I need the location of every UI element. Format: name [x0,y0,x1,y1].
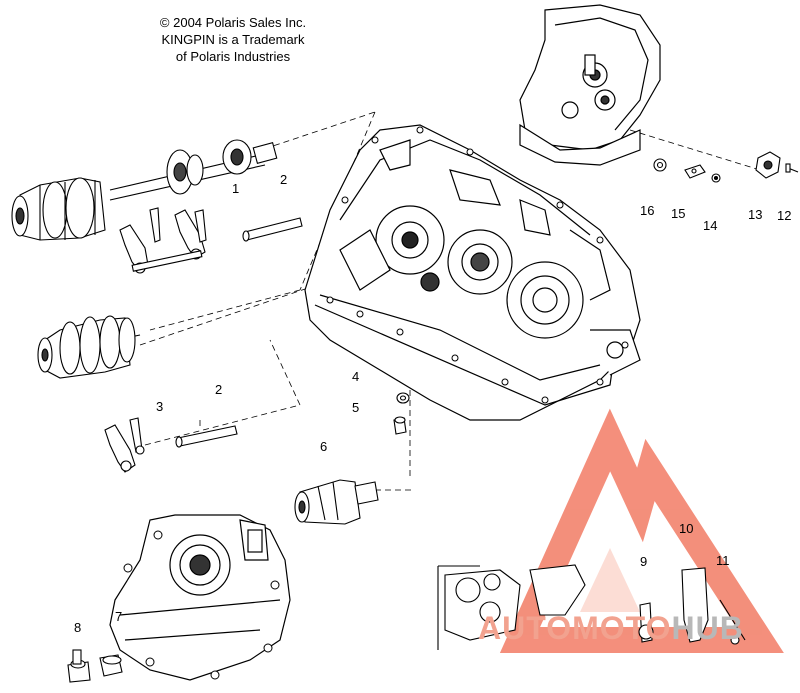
callout-10: 10 [679,521,694,536]
copyright-line-2: KINGPIN is a Trademark [161,32,305,47]
callout-6: 6 [320,439,328,454]
copyright-notice: © 2004 Polaris Sales Inc. KINGPIN is a T… [128,14,338,65]
copyright-line-1: © 2004 Polaris Sales Inc. [159,15,307,30]
callout-8: 8 [74,620,82,635]
callout-9: 9 [640,554,648,569]
watermark-text-part1: AUTOMOTO [478,610,672,646]
callout-3: 3 [156,399,164,414]
callout-14: 14 [703,218,718,233]
callout-1: 1 [232,181,240,196]
inset-detail [437,564,746,650]
callout-5: 5 [352,400,360,415]
watermark-text: AUTOMOTOHUB [478,610,744,647]
callout-2-upper: 2 [280,172,288,187]
transmission-lower-shaft [37,315,141,379]
callout-16: 16 [640,203,655,218]
watermark-logo [499,408,784,653]
lower-housing-bolts [123,530,280,680]
shift-fork-3 [104,417,145,473]
small-parts-12-16 [653,151,799,183]
callout-7: 7 [115,609,123,624]
crankcase-bolts [326,126,629,404]
callout-4: 4 [352,369,360,384]
callout-12: 12 [777,208,792,223]
crankcase [304,124,641,421]
shift-drum-6 [294,479,379,525]
shift-forks-1 [119,207,207,274]
callout-13: 13 [748,207,763,222]
washer-bolt-4-5 [393,392,410,435]
copyright-line-3: of Polaris Industries [175,49,291,64]
callout-15: 15 [671,206,686,221]
fork-shafts-2 [175,217,303,448]
callout-2-lower: 2 [215,382,223,397]
watermark-text-part2: HUB [671,610,744,646]
side-cover [519,4,661,166]
transmission-upper-shaft [11,139,278,241]
lower-housing [109,514,291,681]
seal-cap-7-8 [67,649,123,683]
callout-11: 11 [716,553,730,568]
